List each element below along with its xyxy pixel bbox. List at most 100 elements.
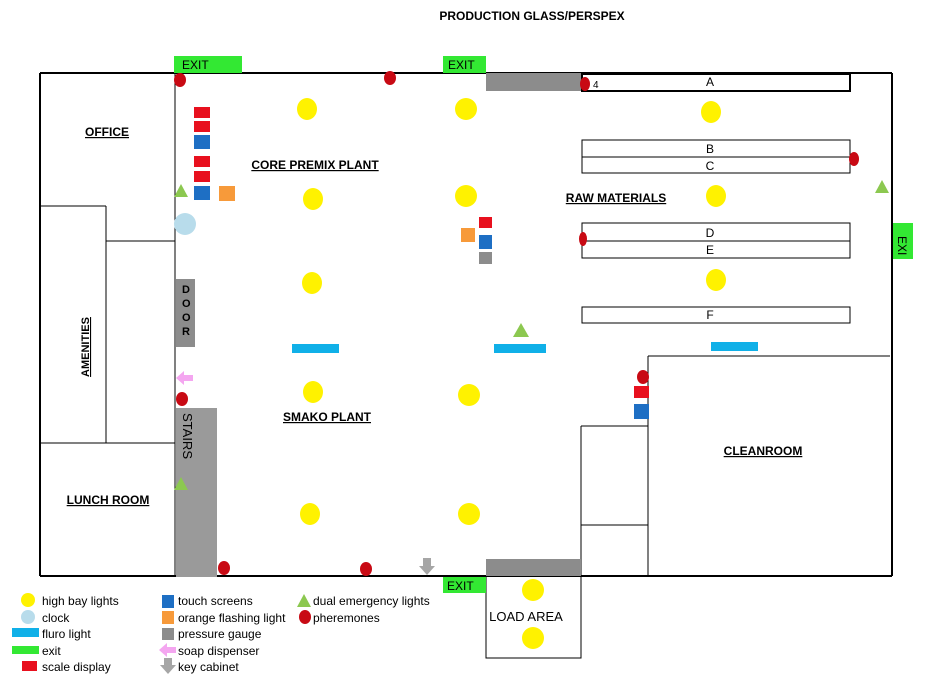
scale-display [194,156,210,167]
pheremone [360,562,372,576]
rack-d [581,222,851,242]
high-bay-light [522,627,544,649]
legend-key-icon [160,658,176,674]
exit-sign [443,577,486,593]
door-label: D O O R [182,284,191,338]
room-lunch-room: LUNCH ROOM [67,493,150,507]
high-bay-light [522,579,544,601]
scale-displays [194,107,649,398]
legend-soap-label: soap dispenser [178,644,259,658]
rack-f [581,306,851,324]
high-bay-light [458,503,480,525]
legend-pheremones-label: pheremones [313,611,380,625]
exit-sign [174,56,242,73]
room-cleanroom: CLEANROOM [724,444,803,458]
rack-label: D [706,226,715,240]
scale-display [194,121,210,132]
exit-label: EXIT [448,58,475,72]
scale-display [194,107,210,118]
room-load-area: LOAD AREA [489,609,563,624]
legend-soap-icon [159,643,176,657]
scale-display [194,171,210,182]
legend-clock-icon [21,610,35,624]
legend-pressure-icon [162,628,174,640]
fluro-light [711,342,758,351]
exit-label: EXIT [182,58,209,72]
stairs [176,408,217,577]
touch-screen [194,186,210,200]
rack-label: F [706,308,713,322]
key-cabinet-icon [419,558,435,575]
wall-block-bottom [486,559,581,576]
pheremones [174,71,859,576]
legend-pheremones-icon [299,610,311,624]
legend-touch-label: touch screens [178,594,253,608]
pheremone [849,152,859,166]
room-smako-plant: SMAKO PLANT [283,410,372,424]
room-raw-materials: RAW MATERIALS [566,191,666,205]
legend-high-bay-icon [21,593,35,607]
high-bay-light [701,101,721,123]
pheremone [174,73,186,87]
soap-dispenser-icon [176,371,193,385]
high-bay-light [458,384,480,406]
door-letter: O [182,312,191,324]
legend-exit-icon [12,646,39,654]
room-amenities: AMENITIES [80,317,92,377]
legend-orange-icon [162,611,174,624]
touch-screen [194,135,210,149]
legend-orange-label: orange flashing light [178,611,286,625]
page-title: PRODUCTION GLASS/PERSPEX [439,9,624,23]
room-office: OFFICE [85,125,129,139]
legend-fluro-icon [12,628,39,637]
legend-scale-icon [22,661,37,671]
pheremone [579,232,587,246]
touch-screens [194,135,649,419]
emergency-lights [174,180,889,490]
legend-key-label: key cabinet [178,660,239,674]
high-bay-light [455,98,477,120]
stairs-label: STAIRS [180,413,195,459]
exit-sign [893,223,913,259]
exits: EXIT EXIT EXIT EXI [174,56,913,593]
rack-label: E [706,243,714,257]
fluro-light [292,344,339,353]
racks [581,73,851,324]
clock-icon [174,213,196,235]
room-core-premix-plant: CORE PREMIX PLANT [251,158,379,172]
rack-label: B [706,142,714,156]
exit-sign [443,56,486,73]
pheremone [637,370,649,384]
pheremone [176,392,188,406]
door-letter: O [182,298,191,310]
legend: high bay lights clock fluro light exit s… [12,593,430,674]
emergency-light [174,184,188,197]
legend-pressure-label: pressure gauge [178,627,262,641]
pheremone [580,77,590,91]
fluro-lights [292,342,758,353]
scale-display [634,386,649,398]
emergency-light [174,477,188,490]
legend-fluro-label: fluro light [42,627,91,641]
legend-scale-label: scale display [42,660,111,674]
touch-screen [634,404,649,419]
pheremone [384,71,396,85]
orange-flashing-light [219,186,235,201]
pheremone [218,561,230,575]
rack-label: A [706,75,714,89]
high-bay-light [706,269,726,291]
exit-label: EXI [895,236,909,255]
wall-blocks [486,73,581,576]
rack-a [581,73,851,92]
rack-marker: 4 [593,80,599,91]
high-bay-light [455,185,477,207]
high-bay-lights [297,98,726,649]
scale-display [479,217,492,228]
rack-e [581,240,851,259]
legend-touch-icon [162,595,174,608]
pressure-gauge [479,252,492,264]
door-letter: D [182,284,190,296]
orange-flashing-lights [219,186,475,242]
wall-block-top [486,73,581,91]
